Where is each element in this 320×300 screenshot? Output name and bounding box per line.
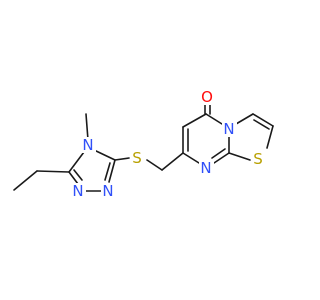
bond-s-ch2 [146,159,163,171]
bond-ethyl-ch2-ring [36,170,70,173]
atom-labels: O N N S S N N N [71,88,266,200]
atom-nitrogen-pyrimidine: N [199,159,214,177]
bond-triazole-c3-n2-double [104,162,111,181]
bond-ethyl-ch3-ch2 [13,170,38,191]
atom-sulfur-thioether: S [130,149,145,167]
bond-ch2-c7 [161,152,184,171]
atom-sulfur-thiazole: S [251,150,266,168]
bond-c8a-n8-double [211,148,226,159]
bond-c2t-s [266,125,274,149]
atom-label-s-thioether: S [132,149,142,167]
bond-c3-s [114,157,130,161]
atom-nitrogen-triazole-left: N [71,182,86,200]
bond-n4-c3t [235,113,254,125]
atom-nitrogen-bridge: N [222,120,237,138]
atom-label-n-bridge: N [223,120,234,138]
atom-label-s-thiazole: S [253,150,263,168]
bond-n8-c7 [182,152,200,164]
bond-s-c8a [228,152,251,161]
atom-nitrogen-triazole-right: N [101,182,116,200]
bond-c3t-c2t [252,113,274,127]
bond-c6-c5 [182,113,207,128]
molecule-diagram: O N N S S N N N [13,88,274,200]
bonds [13,103,274,192]
atom-nitrogen-triazole-top: N [81,136,96,154]
atom-label-n-triazole-right: N [102,182,113,200]
bond-c8a-n8 [213,152,230,164]
bond-triazole-n4-c3 [93,149,116,161]
bond-triazole-n1-c5 [68,171,79,185]
atom-label-n-triazole-left: N [72,182,83,200]
atom-label-n-pyrimidine: N [200,159,211,177]
atom-label-n-triazole-top: N [82,136,93,154]
atom-label-o: O [201,88,213,106]
bond-triazole-c3-n2 [108,159,116,183]
bond-triazole-n1-c5-double [73,169,83,181]
bond-triazole-c5-n4 [68,151,85,173]
bond-c3t-c2t-double [253,119,270,130]
atom-oxygen: O [199,88,215,106]
bond-n-methyl [85,113,89,141]
bond-c5-n4 [205,113,223,125]
molecule-structure-svg: O N N S S N N N [13,88,274,200]
